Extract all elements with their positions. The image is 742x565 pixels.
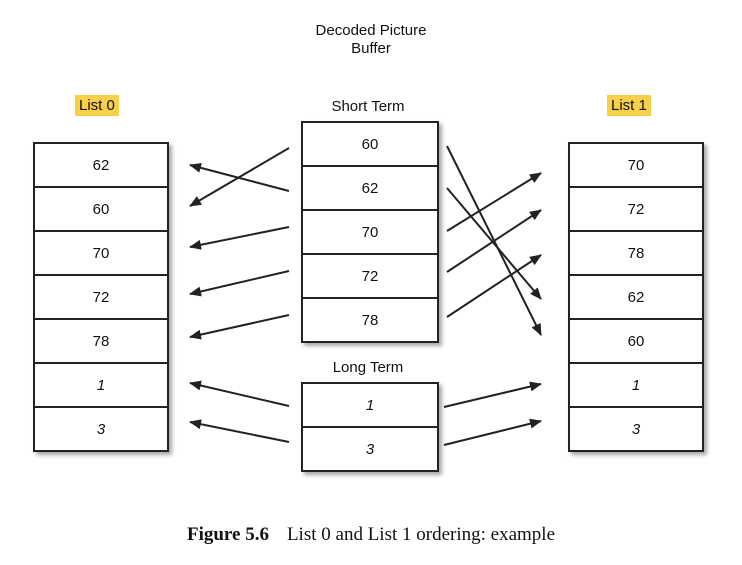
short-term-cell: 72 (303, 255, 437, 299)
title-line-1: Decoded Picture (315, 22, 427, 39)
short-term-label: Short Term (331, 98, 405, 115)
arrow-st78-to-l0 (189, 314, 290, 340)
list1-cell: 62 (570, 276, 702, 320)
arrow-lt3-to-l1 (443, 418, 542, 446)
short-term-cell: 62 (303, 167, 437, 211)
short-term-cell: 70 (303, 211, 437, 255)
list1-label: List 1 (607, 95, 651, 116)
list0-cell: 3 (96, 420, 106, 438)
list0-cell: 72 (35, 276, 167, 320)
diagram-title: Decoded Picture Buffer (0, 22, 742, 58)
short-term-cell: 60 (303, 123, 437, 167)
list1-cell: 3 (631, 420, 641, 438)
list1-cell: 72 (570, 188, 702, 232)
figure-caption: Figure 5.6 List 0 and List 1 ordering: ex… (0, 524, 742, 546)
arrow-st62-to-l0 (189, 162, 290, 192)
list0-cell: 1 (35, 364, 167, 408)
arrow-lt1-to-l0 (189, 380, 290, 407)
long-term-cell: 3 (365, 440, 375, 458)
caption-text: List 0 and List 1 ordering: example (286, 524, 556, 545)
arrow-st72-to-l0 (189, 270, 290, 297)
arrow-st70-to-l1 (446, 172, 542, 232)
list0-cell: 60 (35, 188, 167, 232)
title-line-2: Buffer (351, 40, 391, 57)
arrow-st78-to-l1 (446, 254, 542, 318)
list1-cell: 78 (570, 232, 702, 276)
list1-cell: 70 (570, 144, 702, 188)
arrow-lt3-to-l0 (189, 419, 290, 443)
arrow-st60-to-l1 (446, 145, 542, 336)
arrow-st70-to-l0 (189, 226, 290, 250)
long-term-label: Long Term (332, 359, 404, 376)
list0-cell: 70 (35, 232, 167, 276)
caption-figure-number: Figure 5.6 (186, 524, 269, 545)
list1-cell: 1 (570, 364, 702, 408)
list0-cell: 78 (35, 320, 167, 364)
arrow-st62-to-l1 (446, 187, 542, 300)
list0-label: List 0 (75, 95, 119, 116)
list0-cell: 62 (35, 144, 167, 188)
long-term-cell: 1 (303, 384, 437, 428)
short-term-cell: 78 (361, 311, 379, 329)
arrow-lt1-to-l1 (443, 381, 542, 408)
list1-cell: 60 (570, 320, 702, 364)
